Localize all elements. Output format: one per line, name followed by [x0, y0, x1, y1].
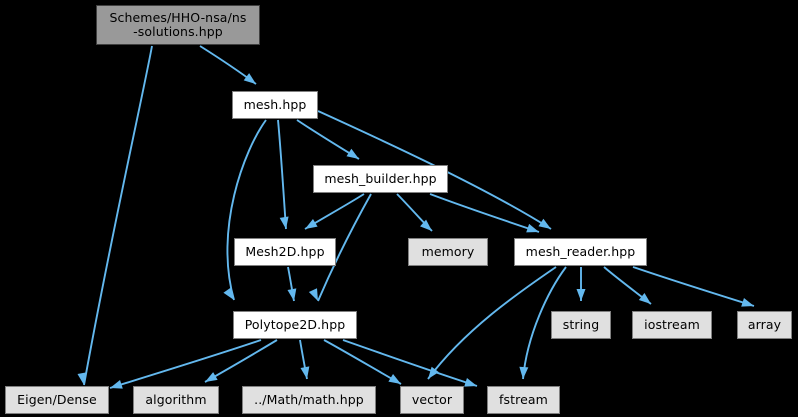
node-array[interactable]: array [737, 311, 792, 339]
node-iostream[interactable]: iostream [632, 311, 712, 339]
node-polytope2d[interactable]: Polytope2D.hpp [233, 311, 357, 339]
node-root[interactable]: Schemes/HHO-nsa/ns -solutions.hpp [96, 5, 260, 45]
node-label: Mesh2D.hpp [245, 243, 325, 259]
node-mesh2d[interactable]: Mesh2D.hpp [234, 238, 336, 266]
arrowhead [638, 292, 651, 304]
node-fstream[interactable]: fstream [487, 386, 560, 414]
node-label: Schemes/HHO-nsa/ns -solutions.hpp [109, 9, 247, 39]
arrowhead [77, 372, 87, 385]
node-label: algorithm [145, 391, 207, 407]
node-mathhpp[interactable]: ../Math/math.hpp [242, 386, 376, 414]
node-meshreader[interactable]: mesh_reader.hpp [514, 238, 647, 266]
node-label: iostream [644, 316, 700, 332]
node-label: mesh.hpp [243, 96, 307, 112]
node-algorithm[interactable]: algorithm [133, 386, 219, 414]
node-label: memory [421, 243, 475, 259]
arrowhead [526, 223, 539, 233]
arrowhead [538, 218, 551, 229]
arrowhead [576, 289, 586, 301]
arrowhead [464, 378, 477, 387]
node-meshbuilder[interactable]: mesh_builder.hpp [313, 165, 448, 193]
node-string[interactable]: string [551, 311, 611, 339]
node-label: mesh_reader.hpp [525, 243, 636, 259]
node-label: ../Math/math.hpp [254, 391, 364, 407]
node-label: Polytope2D.hpp [244, 316, 346, 332]
arrowhead [287, 288, 297, 301]
node-memory[interactable]: memory [408, 238, 488, 266]
node-label: string [562, 316, 600, 332]
arrowhead [305, 218, 318, 229]
edge-polytope2d-to-fstream [342, 339, 478, 387]
arrowhead [300, 366, 310, 379]
arrowhead [205, 372, 218, 382]
arrowhead [279, 216, 289, 229]
edge-mesh-to-mesh2d [277, 119, 287, 230]
node-label: mesh_builder.hpp [324, 170, 437, 186]
arrowhead [420, 219, 432, 231]
arrowhead [110, 380, 123, 389]
arrowhead [346, 148, 359, 159]
edge-meshbuilder-to-polytope2d [317, 193, 372, 302]
edge-mesh-to-meshreader [317, 110, 552, 230]
arrowhead [519, 366, 529, 379]
node-eigendense[interactable]: Eigen/Dense [5, 386, 109, 414]
arrowhead [308, 288, 318, 301]
node-label: array [747, 316, 782, 332]
node-label: vector [411, 391, 453, 407]
arrowhead [223, 287, 234, 300]
node-mesh[interactable]: mesh.hpp [232, 91, 318, 119]
arrowhead [243, 73, 256, 84]
edge-polytope2d-to-eigendense [109, 339, 262, 389]
arrowhead [388, 373, 401, 384]
edge-meshreader-to-fstream [522, 266, 567, 380]
node-label: Eigen/Dense [17, 391, 97, 407]
edge-mesh-to-polytope2D_curve [226, 119, 267, 301]
arrowhead [428, 366, 439, 379]
edge-meshreader-to-array [632, 266, 755, 307]
edge-meshreader-to-vector [427, 266, 557, 380]
arrowhead [741, 298, 754, 307]
node-vector[interactable]: vector [400, 386, 464, 414]
node-label: fstream [499, 391, 548, 407]
edge-root-to-eigendense [83, 45, 153, 386]
